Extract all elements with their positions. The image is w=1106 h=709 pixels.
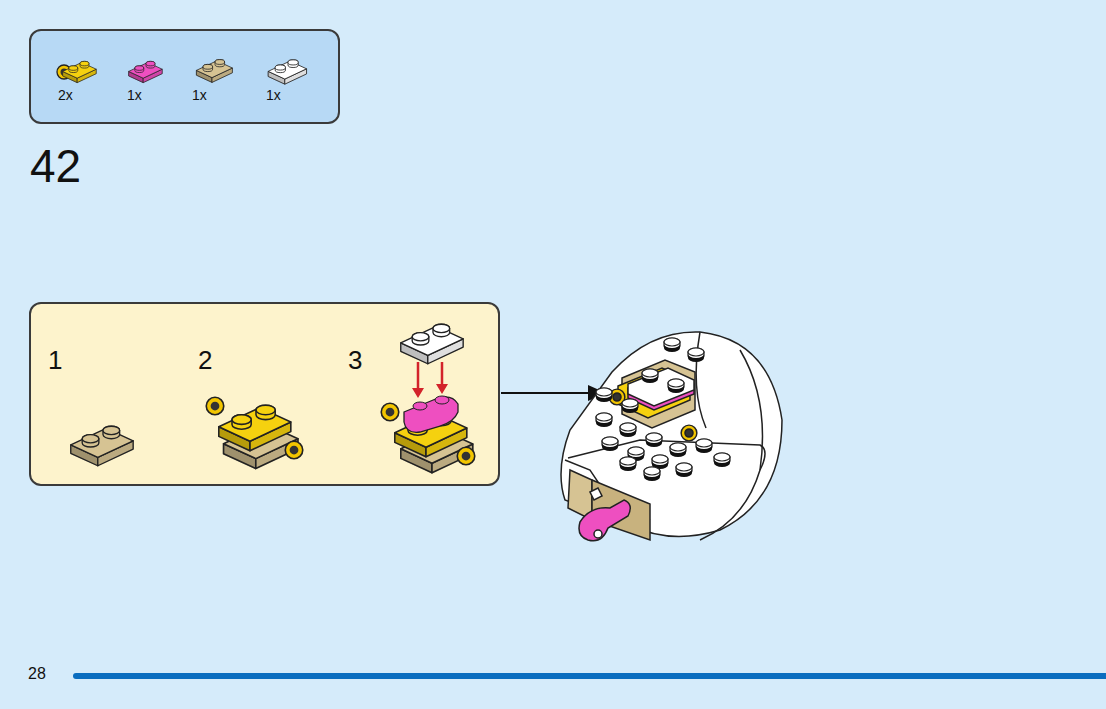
substep-number: 1 (48, 347, 62, 373)
part-count: 1x (266, 88, 281, 102)
step-number: 42 (30, 143, 81, 189)
stud-grid (596, 338, 730, 481)
page-number: 28 (28, 666, 46, 682)
footer-bar (73, 673, 1106, 679)
part-count: 2x (58, 88, 73, 102)
placement-arrow (501, 385, 606, 401)
substep-number: 2 (198, 347, 212, 373)
dome-model (561, 332, 782, 541)
part-count: 1x (192, 88, 207, 102)
substep-number: 3 (348, 347, 362, 373)
part-count: 1x (127, 88, 142, 102)
